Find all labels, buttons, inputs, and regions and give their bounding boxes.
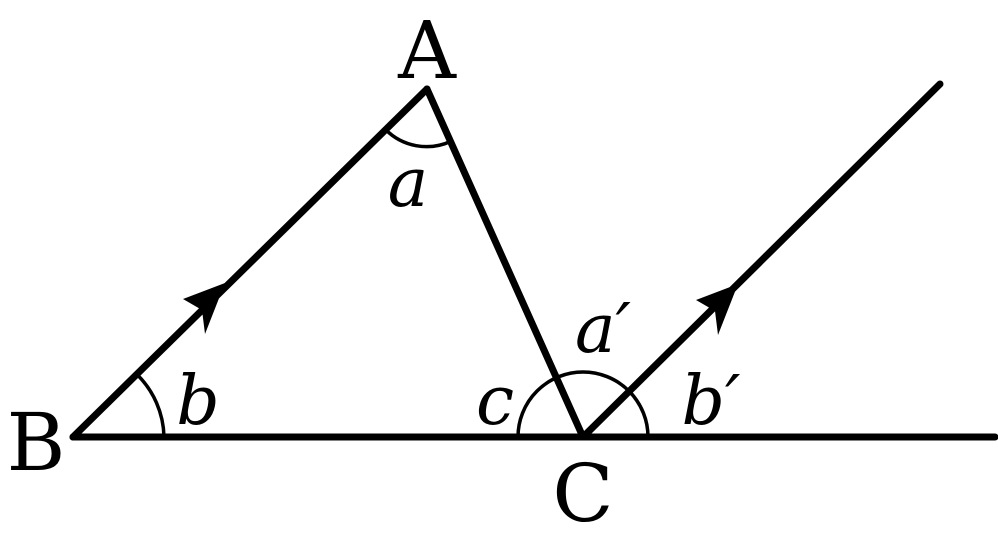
arrowhead-icon bbox=[696, 284, 738, 335]
angle-arc-a bbox=[384, 128, 452, 149]
segment-ab bbox=[69, 85, 431, 441]
angle-arc-c-a-prime-b-prime bbox=[516, 370, 650, 438]
vertex-label-b: B bbox=[7, 396, 66, 489]
angle-label-a-prime: a′ bbox=[575, 290, 632, 369]
arrowhead-icon bbox=[183, 283, 225, 334]
vertex-label-c: C bbox=[552, 447, 613, 540]
angle-arc-b bbox=[135, 372, 166, 438]
vertex-label-a: A bbox=[397, 4, 457, 97]
parallel-ray-from-c bbox=[579, 80, 944, 441]
angle-label-a: a bbox=[388, 144, 429, 223]
angle-label-b: b bbox=[176, 362, 220, 441]
angle-label-c: c bbox=[476, 362, 514, 441]
angle-label-b-prime: b′ bbox=[682, 362, 742, 441]
